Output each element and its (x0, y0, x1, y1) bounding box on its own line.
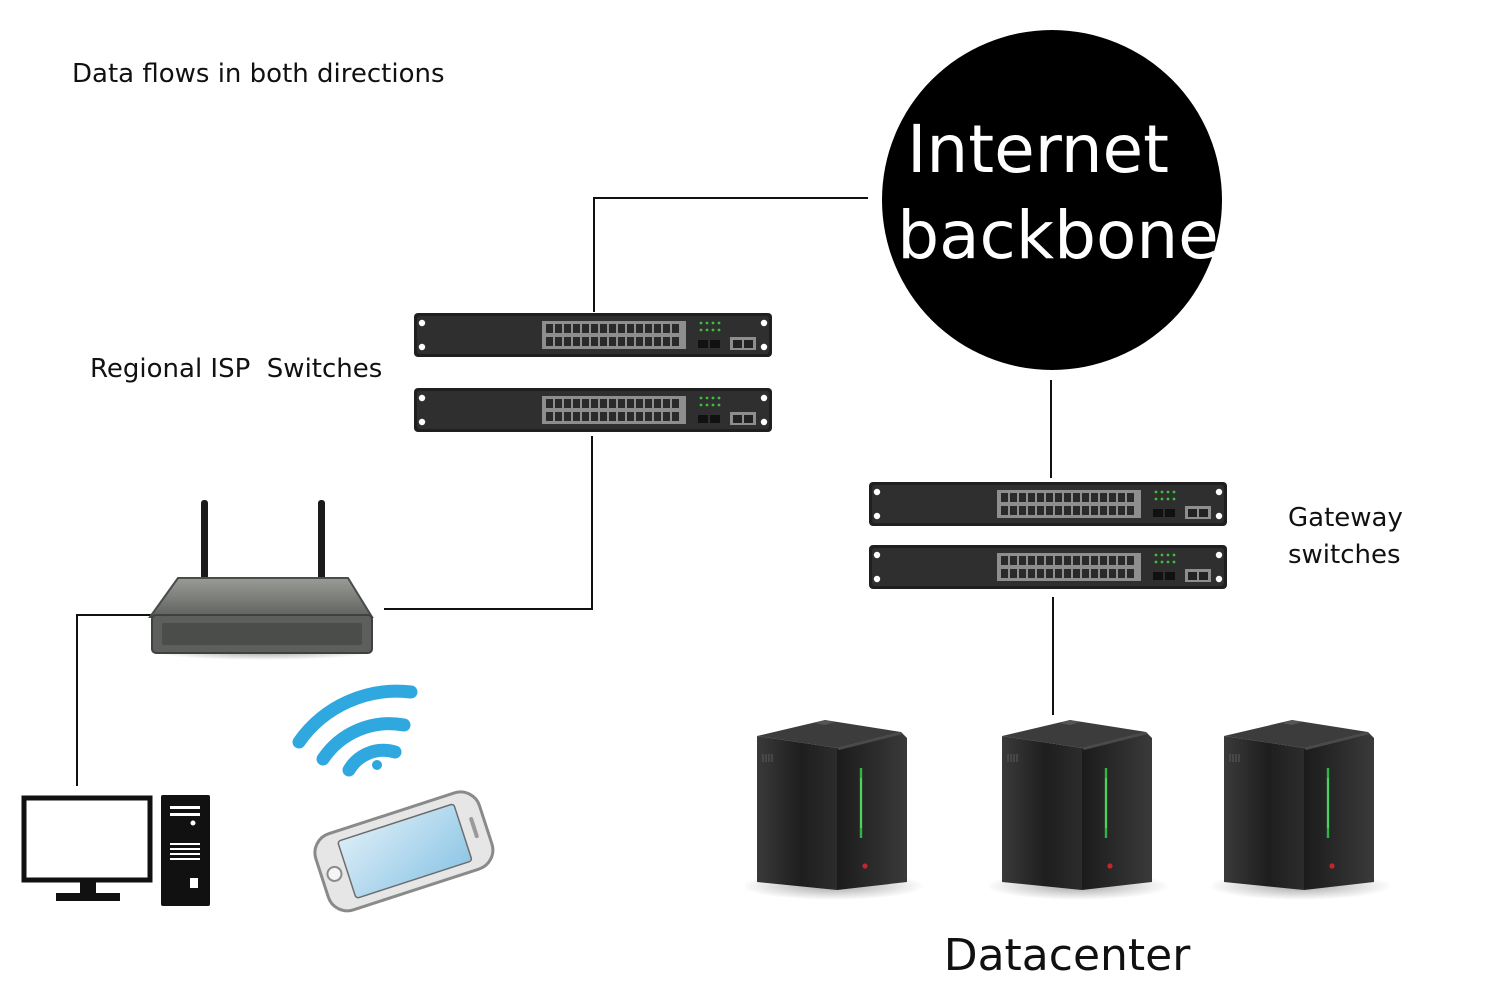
server-icon (745, 718, 925, 902)
datacenter-servers (745, 718, 1392, 902)
regional-isp-switches (414, 313, 772, 432)
connection-lines (76, 197, 1054, 786)
server-icon (1212, 718, 1392, 902)
backbone-circle (882, 30, 1222, 370)
backbone-line1: Internet (907, 111, 1169, 188)
gateway-switches (869, 482, 1227, 589)
network-switch-icon (869, 482, 1227, 526)
line-router-to-desktop (76, 614, 155, 786)
server-icon (990, 718, 1170, 902)
router-icon (148, 500, 374, 660)
network-switch-icon (414, 388, 772, 432)
wifi-icon (292, 684, 418, 777)
backbone-line2: backbone (897, 197, 1219, 274)
line-regional-to-router (384, 436, 593, 610)
desktop-computer-icon (21, 795, 210, 906)
line-backbone-to-regional (593, 197, 868, 312)
smartphone-icon (313, 790, 495, 913)
internet-backbone: Internet backbone (882, 30, 1222, 370)
gateway-label-line2: switches (1288, 540, 1401, 570)
data-flow-note: Data flows in both directions (72, 59, 445, 89)
datacenter-label: Datacenter (944, 930, 1192, 981)
gateway-label-line1: Gateway (1288, 503, 1403, 533)
network-switch-icon (414, 313, 772, 357)
network-switch-icon (869, 545, 1227, 589)
regional-isp-label: Regional ISP Switches (90, 354, 382, 384)
